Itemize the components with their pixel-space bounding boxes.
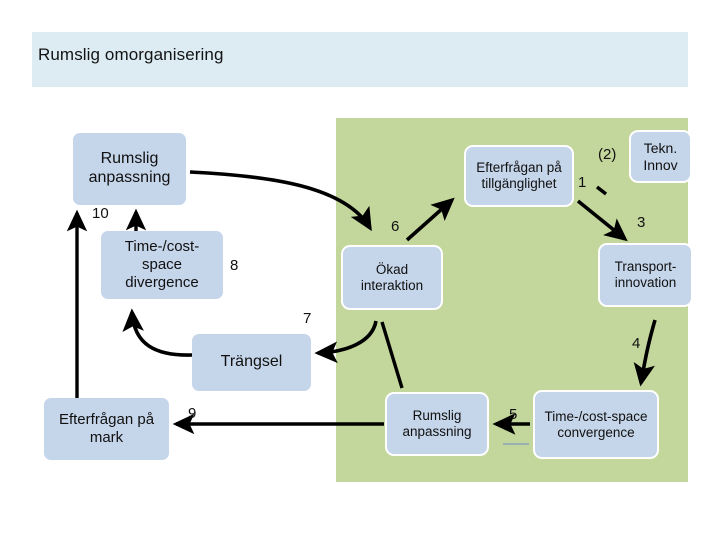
node-label: Ökad interaktion [360, 261, 424, 293]
node-label: Time-/cost-space divergence [124, 238, 200, 291]
node-rumslig-anpassning-left[interactable]: Rumslig anpassning [73, 133, 186, 205]
edge-label-5: 5 [509, 406, 518, 423]
node-rumslig-anpassning-green[interactable]: Rumslig anpassning [385, 392, 489, 456]
node-label: Efterfrågan på tillgänglighet [476, 160, 562, 191]
node-label: Trängsel [220, 353, 283, 371]
node-time-cost-space-divergence[interactable]: Time-/cost-space divergence [101, 231, 223, 299]
node-trangsel[interactable]: Trängsel [192, 334, 311, 391]
node-tekn-innov[interactable]: Tekn. Innov [629, 130, 692, 183]
edge-label-1: 1 [578, 174, 587, 191]
edge-label-8: 8 [230, 257, 239, 274]
edge-label-9: 9 [188, 405, 197, 422]
edge-label-3: 3 [637, 214, 646, 231]
edge-label-7: 7 [303, 310, 312, 327]
arrow-8-lower [122, 308, 193, 357]
node-label: Tekn. Innov [643, 139, 678, 173]
node-label: Efterfrågan på mark [58, 411, 155, 446]
node-efterfragan-pa-tillganglighet[interactable]: Efterfrågan på tillgänglighet [464, 145, 574, 207]
node-transport-innovation[interactable]: Transport-innovation [598, 243, 693, 307]
page-title: Rumslig omorganisering [38, 45, 224, 64]
node-time-cost-space-convergence[interactable]: Time-/cost-space convergence [533, 390, 659, 459]
node-label: Transport-innovation [614, 259, 677, 290]
node-okad-interaktion[interactable]: Ökad interaktion [341, 245, 443, 310]
edge-label-2: (2) [598, 146, 617, 163]
node-label: Rumslig anpassning [88, 150, 171, 186]
title-banner [32, 32, 688, 87]
edge-label-4: 4 [632, 335, 641, 352]
edge-label-10: 10 [92, 205, 109, 222]
node-label: Rumslig anpassning [402, 408, 472, 439]
edge-label-6: 6 [391, 218, 400, 235]
node-label: Time-/cost-space convergence [544, 408, 648, 440]
node-efterfragan-pa-mark[interactable]: Efterfrågan på mark [44, 398, 169, 460]
